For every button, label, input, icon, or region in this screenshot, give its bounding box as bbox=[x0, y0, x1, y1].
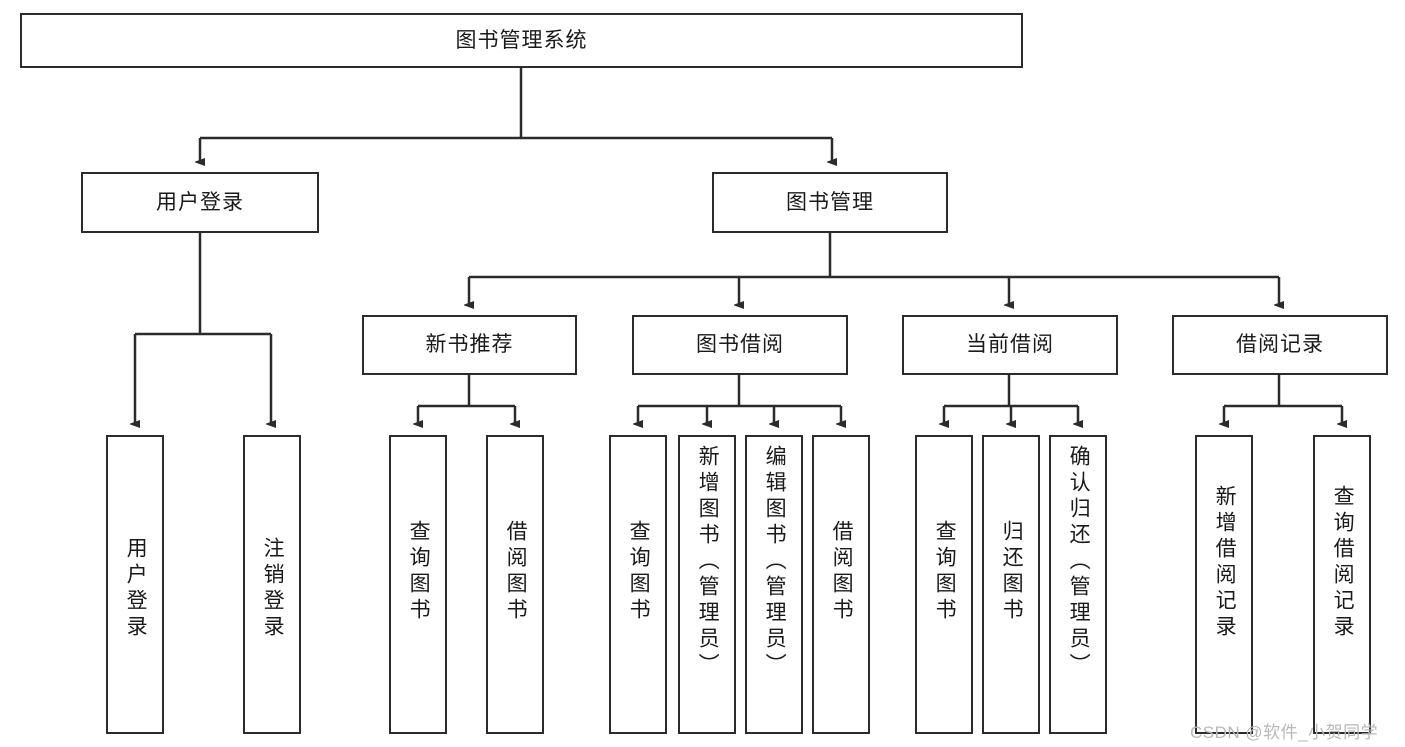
node-borrow-record[interactable]: 借阅记录 bbox=[1172, 315, 1388, 375]
node-label: 查询图书 bbox=[407, 520, 431, 624]
node-leaf-query-record[interactable]: 查询借阅记录 bbox=[1313, 435, 1371, 734]
node-leaf-user-login[interactable]: 用户登录 bbox=[106, 435, 164, 734]
node-label: 新增借阅记录 bbox=[1213, 485, 1237, 641]
node-label: 确认归还（管理员） bbox=[1067, 445, 1091, 679]
node-leaf-query-book-1[interactable]: 查询图书 bbox=[389, 435, 447, 734]
node-leaf-borrow-book-2[interactable]: 借阅图书 bbox=[812, 435, 870, 734]
node-label: 用户登录 bbox=[156, 190, 244, 214]
node-leaf-edit-book-admin[interactable]: 编辑图书（管理员） bbox=[745, 435, 803, 734]
node-leaf-add-book-admin[interactable]: 新增图书（管理员） bbox=[678, 435, 736, 734]
node-leaf-query-book-2[interactable]: 查询图书 bbox=[609, 435, 667, 734]
node-label: 借阅图书 bbox=[504, 520, 528, 624]
csdn-watermark: CSDN @软件_小贺同学 bbox=[1190, 723, 1379, 742]
node-label: 当前借阅 bbox=[966, 333, 1054, 357]
node-label: 查询图书 bbox=[933, 520, 957, 624]
node-label: 编辑图书（管理员） bbox=[763, 445, 787, 679]
node-label: 图书借阅 bbox=[696, 333, 784, 357]
node-leaf-query-book-3[interactable]: 查询图书 bbox=[915, 435, 973, 734]
node-leaf-logout[interactable]: 注销登录 bbox=[243, 435, 301, 734]
node-label: 归还图书 bbox=[1000, 520, 1024, 624]
node-leaf-borrow-book-1[interactable]: 借阅图书 bbox=[486, 435, 544, 734]
node-label: 新书推荐 bbox=[425, 333, 514, 357]
node-book-manage[interactable]: 图书管理 bbox=[712, 172, 948, 233]
node-label: 图书管理系统 bbox=[455, 28, 588, 52]
node-root-system[interactable]: 图书管理系统 bbox=[20, 13, 1023, 68]
node-leaf-confirm-return-admin[interactable]: 确认归还（管理员） bbox=[1049, 435, 1107, 734]
node-label: 借阅记录 bbox=[1236, 333, 1324, 357]
node-label: 查询借阅记录 bbox=[1331, 485, 1355, 641]
node-label: 图书管理 bbox=[786, 190, 874, 214]
node-new-book-rec[interactable]: 新书推荐 bbox=[362, 315, 577, 375]
node-book-borrow[interactable]: 图书借阅 bbox=[632, 315, 848, 375]
node-user-login[interactable]: 用户登录 bbox=[81, 172, 319, 233]
node-label: 借阅图书 bbox=[830, 520, 854, 624]
node-label: 新增图书（管理员） bbox=[696, 445, 720, 679]
node-current-borrow[interactable]: 当前借阅 bbox=[902, 315, 1118, 375]
node-label: 用户登录 bbox=[124, 537, 148, 641]
node-label: 查询图书 bbox=[627, 520, 651, 624]
node-leaf-add-record[interactable]: 新增借阅记录 bbox=[1195, 435, 1253, 734]
node-leaf-return-book[interactable]: 归还图书 bbox=[982, 435, 1040, 734]
node-label: 注销登录 bbox=[261, 537, 285, 641]
